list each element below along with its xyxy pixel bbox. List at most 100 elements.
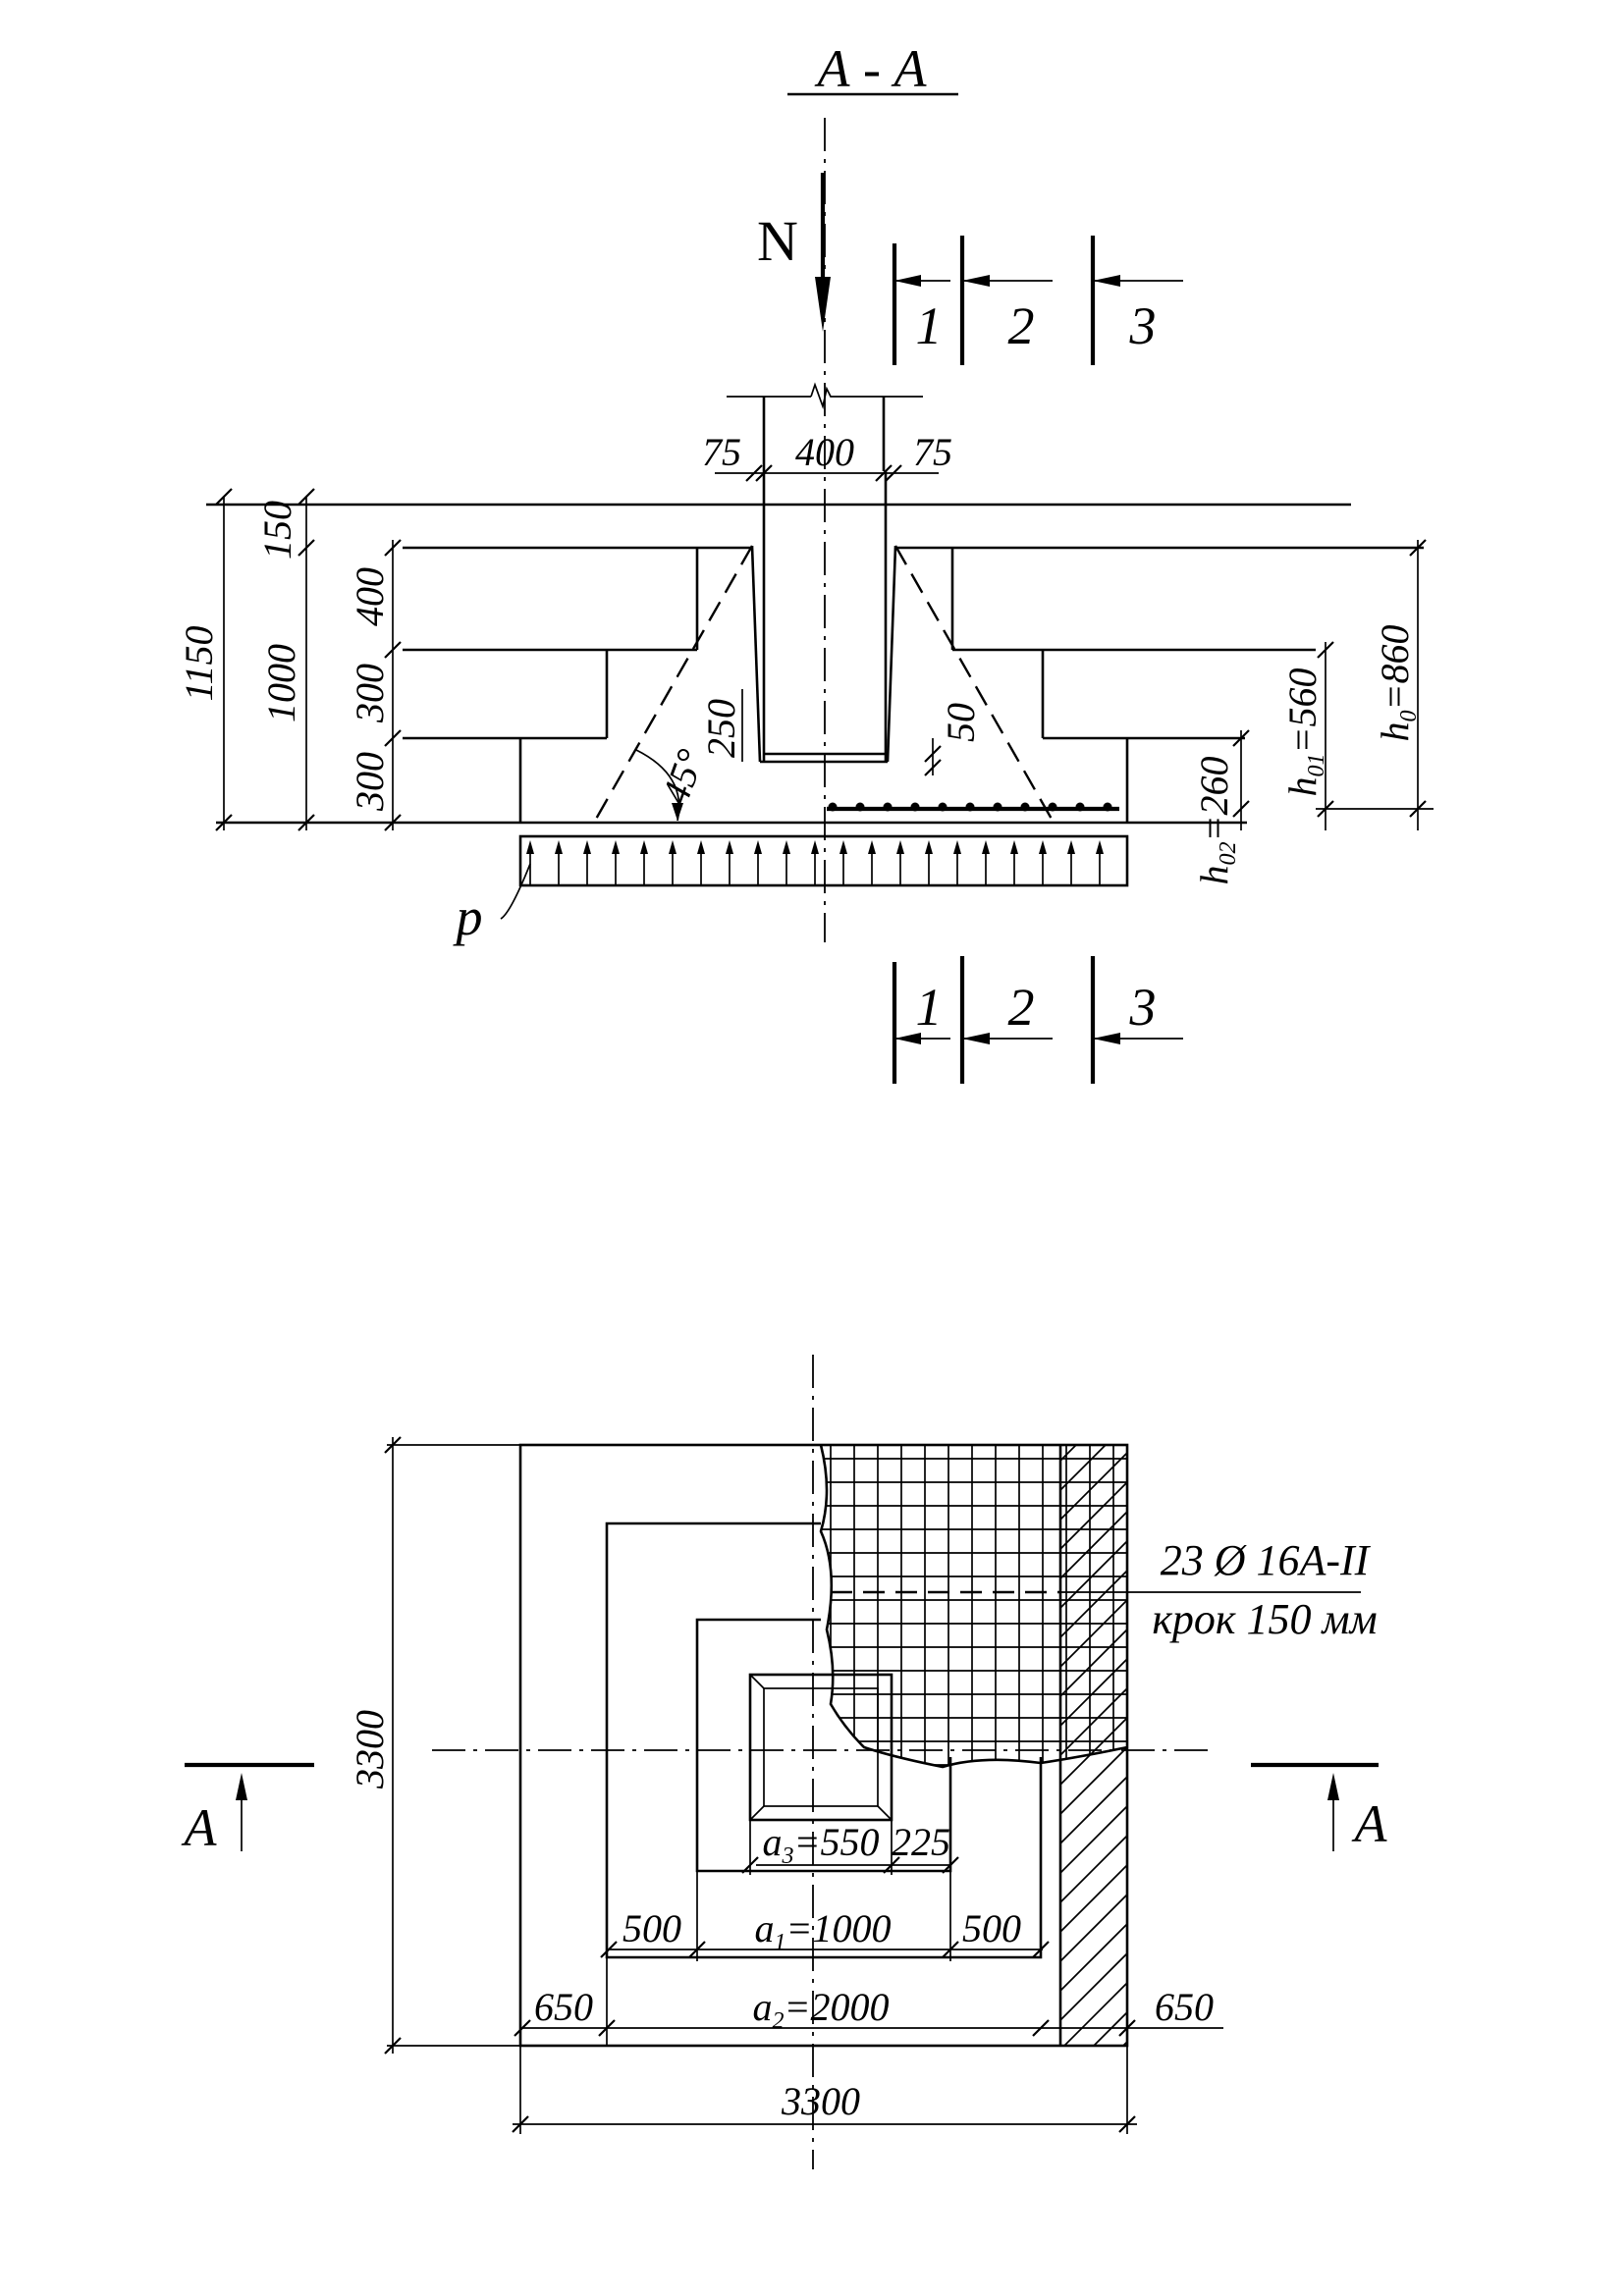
pressure-arrow-head xyxy=(555,840,563,854)
hatch-line xyxy=(1060,1599,1127,1668)
pressure-arrow-head xyxy=(1039,840,1047,854)
hatch-line xyxy=(1060,1894,1127,1962)
hatch-line xyxy=(1060,1452,1127,1521)
hatch-line xyxy=(1060,1540,1127,1609)
pressure-arrow-head xyxy=(1067,840,1075,854)
pressure-arrow-head xyxy=(783,840,790,854)
punching-line-left xyxy=(593,545,754,822)
dims-left: 1150 150 1000 400 300 300 xyxy=(177,488,402,831)
h0-label: h0=860 xyxy=(1373,625,1422,742)
pressure-arrow-head xyxy=(925,840,933,854)
hatch-line xyxy=(1060,1687,1127,1756)
hatch-line xyxy=(1060,1746,1127,1815)
rebar-mesh xyxy=(821,1445,1127,1767)
pressure-arrow-head xyxy=(583,840,591,854)
dim-500-right: 500 xyxy=(962,1906,1021,1950)
dim-a3-group: a3=550 225 xyxy=(741,1820,959,1875)
a1-label: a1=1000 xyxy=(755,1906,892,1955)
dim-650-left: 650 xyxy=(534,1985,593,2029)
footing-step-2 xyxy=(605,1522,1043,1959)
dim-500-left: 500 xyxy=(623,1906,681,1950)
section-mark-right: А xyxy=(1251,1762,1388,1853)
foundation-outline xyxy=(216,546,1424,825)
dim-3300-bottom-group: 3300 xyxy=(512,2046,1137,2134)
hatch-line xyxy=(1060,1923,1127,1992)
cut-label-3: 3 xyxy=(1129,296,1157,355)
hatch-line xyxy=(1060,1445,1078,1462)
cut-label-3-bottom: 3 xyxy=(1129,978,1157,1037)
dim-300-a: 300 xyxy=(348,664,392,723)
hatch-line xyxy=(1060,1481,1127,1550)
h01-label: h01=560 xyxy=(1280,668,1329,797)
cut-markers-bottom: 1 2 3 xyxy=(892,956,1183,1084)
section-view: А - А N 1 2 3 xyxy=(177,39,1434,1084)
pressure-label: p xyxy=(453,887,483,946)
dims-top: 75 400 75 xyxy=(702,430,952,482)
pressure-arrow-head xyxy=(726,840,733,854)
hatch-line xyxy=(1060,1445,1108,1491)
rebar-dots xyxy=(827,802,1119,812)
cut-label-2: 2 xyxy=(1008,296,1035,355)
dim-250: 250 xyxy=(699,699,743,758)
hatch-line xyxy=(1060,2071,1127,2138)
dim-50: 50 xyxy=(939,703,983,742)
dim-1150: 1150 xyxy=(177,625,221,701)
rebar-label: 23 Ø 16А-ІІ крок 150 мм xyxy=(1060,1536,1378,1643)
cut-label-1-bottom: 1 xyxy=(916,978,943,1037)
hatch-line xyxy=(1060,1952,1127,2021)
mesh-break-line xyxy=(819,1444,1128,1769)
dim-300-b: 300 xyxy=(348,752,392,812)
hatch-line xyxy=(1060,1570,1127,1638)
punching-line-right xyxy=(893,545,1055,822)
column-outline xyxy=(750,471,897,764)
column-socket-plan xyxy=(748,1673,893,1822)
dim-150: 150 xyxy=(255,501,299,560)
hatch-line xyxy=(1060,1805,1127,1874)
pressure-arrow-head xyxy=(811,840,819,854)
dim-400: 400 xyxy=(795,430,854,474)
force-label: N xyxy=(757,209,798,273)
dim-250-group: 250 xyxy=(699,689,743,762)
hatched-strip xyxy=(1060,1445,1127,2167)
section-mark-a-left: А xyxy=(182,1798,218,1857)
pressure-arrow-head xyxy=(669,840,677,854)
pressure-arrow-head xyxy=(754,840,762,854)
hatch-line xyxy=(1060,1658,1127,1727)
column-break xyxy=(727,382,923,471)
section-mark-a-right: А xyxy=(1352,1794,1388,1853)
dim-3300-left-group: 3300 xyxy=(348,1436,520,2055)
pressure-arrow-head xyxy=(982,840,990,854)
dim-650-right: 650 xyxy=(1155,1985,1214,2029)
hatch-line xyxy=(1060,1717,1127,1786)
hatch-line xyxy=(1060,1864,1127,1933)
section-mark-left: А xyxy=(182,1762,314,1857)
dim-75-left: 75 xyxy=(702,430,741,474)
hatch-line xyxy=(1062,1982,1127,2046)
dim-3300-bottom: 3300 xyxy=(781,2079,860,2123)
dim-50-group: 50 xyxy=(924,703,983,776)
cut-markers-top: 1 2 3 xyxy=(892,236,1183,365)
pressure-arrow-head xyxy=(697,840,705,854)
hatch-line xyxy=(1060,2101,1127,2167)
pressure-arrow-head xyxy=(526,840,534,854)
pressure-arrow-head xyxy=(953,840,961,854)
pressure-arrow-head xyxy=(1010,840,1018,854)
cut-label-2-bottom: 2 xyxy=(1008,978,1035,1037)
soil-pressure-diagram: p xyxy=(453,834,1129,946)
dim-a1-group: 500 a1=1000 500 xyxy=(600,1871,1050,1961)
section-title: А - А xyxy=(815,39,928,98)
cut-label-1: 1 xyxy=(916,296,943,355)
dims-right: h0=860 h01=560 h02=260 xyxy=(1192,539,1434,885)
dim-400-left: 400 xyxy=(348,567,392,626)
footing-outer xyxy=(518,1443,1129,2048)
hatch-line xyxy=(1121,2041,1127,2046)
hatch-line xyxy=(1060,1835,1127,1903)
force-arrow-n: N xyxy=(757,173,831,332)
rebar-label-line2: крок 150 мм xyxy=(1152,1595,1377,1643)
dim-225: 225 xyxy=(892,1820,950,1864)
dim-75-right: 75 xyxy=(913,430,952,474)
a3-label: a3=550 xyxy=(763,1820,880,1869)
hatch-line xyxy=(1060,1776,1127,1844)
dim-1000: 1000 xyxy=(259,644,303,722)
